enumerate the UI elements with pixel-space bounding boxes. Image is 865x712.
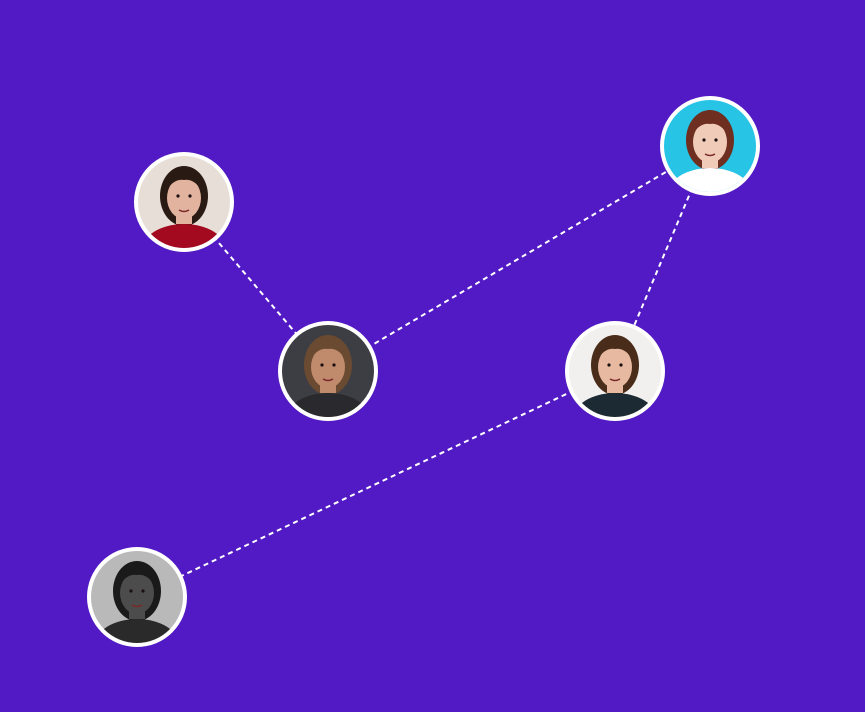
avatar-man-beard[interactable]	[278, 321, 378, 445]
avatar-young-man-brown-hair	[569, 325, 661, 417]
avatar-woman-bw[interactable]	[87, 547, 187, 671]
avatar-woman-red-sweater[interactable]	[134, 152, 234, 276]
avatar-woman-auburn[interactable]	[660, 96, 760, 220]
edge-man-beard-to-woman-auburn	[327, 145, 711, 372]
avatar-woman-smiling-red-sweater	[138, 156, 230, 248]
avatar-woman-auburn-hair	[664, 100, 756, 192]
avatar-young-man[interactable]	[565, 321, 665, 445]
avatar-nodes	[87, 96, 760, 671]
avatar-woman-black-white	[91, 551, 183, 643]
edge-young-man-to-woman-bw	[136, 370, 616, 598]
avatar-man-beard-earring	[282, 325, 374, 417]
